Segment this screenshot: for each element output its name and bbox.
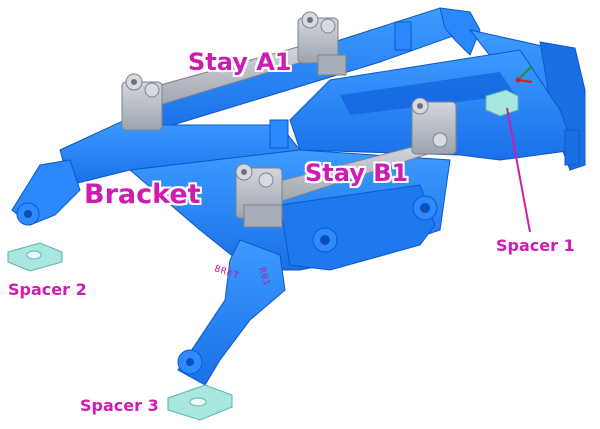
stay-a1-right-foot: [317, 54, 347, 76]
stay-b1-left-foot: [243, 204, 283, 228]
boss-left-foot-hole: [24, 210, 32, 218]
boss-right-front-hole: [420, 203, 430, 213]
label-spacer-2: Spacer 2: [8, 280, 87, 299]
bracket-inner-slot: [340, 72, 515, 115]
spacer-2-part: [7, 242, 63, 272]
spacer-3-part: [167, 384, 233, 421]
bracket-rear-upright: [439, 7, 481, 56]
stay-b1-part: [235, 97, 457, 228]
stay-a1-left-hole-inner: [131, 79, 137, 85]
stay-a1-part: [121, 11, 347, 131]
boss-center-front-hole: [320, 235, 330, 245]
axis-triad-icon: [515, 65, 533, 83]
stay-b1-left-hole-inner: [241, 169, 247, 175]
boss-lower-foot-hole: [186, 358, 194, 366]
bracket-tab-3: [564, 129, 580, 166]
stay-a1-left-hole2: [144, 82, 160, 98]
label-spacer-1: Spacer 1: [496, 236, 575, 255]
stay-a1-right-hole2: [320, 18, 336, 34]
label-bracket: Bracket: [84, 179, 201, 210]
stay-a1-right-hole-inner: [307, 17, 313, 23]
spacer-1-leader-line: [506, 107, 531, 233]
label-stay-b1: Stay B1: [305, 159, 409, 187]
stay-b1-right-hole2: [432, 132, 448, 148]
stay-b1-right-hole-inner: [417, 103, 423, 109]
spacer-1-part: [485, 89, 519, 117]
label-spacer-3: Spacer 3: [80, 396, 159, 415]
bracket-tab-1: [269, 119, 289, 149]
bracket-part: [11, 7, 586, 386]
label-stay-a1: Stay A1: [188, 48, 292, 76]
stay-b1-left-hole2: [258, 172, 274, 188]
bracket-tab-2: [394, 21, 412, 51]
